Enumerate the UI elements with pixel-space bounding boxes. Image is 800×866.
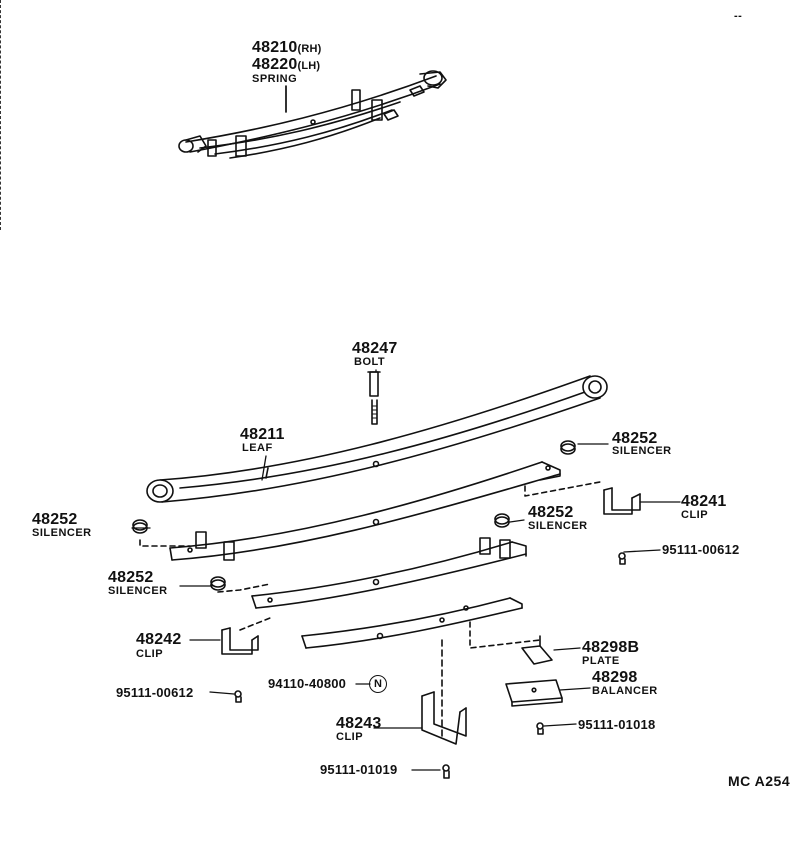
second-leaf-drawing xyxy=(169,461,601,561)
nut-number: 94110-40800 xyxy=(268,676,347,691)
balancer-name: BALANCER xyxy=(592,685,658,697)
bolt-right-number: 95111-00612 xyxy=(662,542,740,557)
fourth-leaf-drawing xyxy=(301,597,523,649)
leader-lines xyxy=(131,85,681,771)
third-leaf-drawing xyxy=(251,537,527,609)
silencer-left-number: 48252 xyxy=(32,511,78,528)
leaf-number: 48211 xyxy=(240,426,285,443)
figure-code: MC A254 xyxy=(728,773,791,789)
silencer-right-name: SILENCER xyxy=(612,445,672,457)
balancer-number: 48298 xyxy=(592,669,638,686)
bolt-number: 48247 xyxy=(352,340,398,357)
u-clip-left-drawing xyxy=(221,617,271,655)
spring-rh-label: 48210(RH) xyxy=(252,40,322,57)
plate-number: 48298B xyxy=(582,639,640,656)
bolt-balancer-number: 95111-01018 xyxy=(578,717,656,732)
spring-lh-side: (LH) xyxy=(297,60,321,72)
spring-rh-number: 48210 xyxy=(252,39,298,56)
bolt-name: BOLT xyxy=(354,356,386,368)
main-leaf-drawing xyxy=(146,375,608,503)
corner-mark: -- xyxy=(734,10,743,22)
scan-edge-marks xyxy=(0,0,3,230)
silencer-lower-name: SILENCER xyxy=(108,585,168,597)
silencer-mid-number: 48252 xyxy=(528,504,574,521)
new-part-badge: N xyxy=(369,675,387,693)
u-clip-center-drawing xyxy=(421,639,467,745)
small-bolts-drawing xyxy=(234,552,626,779)
leaf-name: LEAF xyxy=(242,442,273,454)
silencer-left-name: SILENCER xyxy=(32,527,92,539)
spring-lh-label: 48220(LH) xyxy=(252,57,320,74)
plate-drawing xyxy=(469,621,553,665)
u-clip-right-drawing xyxy=(603,487,641,515)
bolt-left-number: 95111-00612 xyxy=(116,685,194,700)
clip-left-number: 48242 xyxy=(136,631,182,648)
bolt-bottom-number: 95111-01019 xyxy=(320,762,398,777)
center-bolt-drawing xyxy=(367,371,381,425)
plate-name: PLATE xyxy=(582,655,620,667)
spring-rh-side: (RH) xyxy=(297,43,322,55)
clip-center-number: 48243 xyxy=(336,715,382,732)
spring-name: SPRING xyxy=(252,73,298,85)
clip-left-name: CLIP xyxy=(136,648,164,660)
clip-center-name: CLIP xyxy=(336,731,364,743)
clip-right-name: CLIP xyxy=(681,509,709,521)
clip-right-number: 48241 xyxy=(681,493,727,510)
silencer-pads-drawing xyxy=(132,440,576,593)
silencer-mid-name: SILENCER xyxy=(528,520,588,532)
spring-lh-number: 48220 xyxy=(252,56,298,73)
silencer-lower-number: 48252 xyxy=(108,569,154,586)
spring-assembly-drawing xyxy=(178,70,447,159)
balancer-drawing xyxy=(505,679,563,707)
silencer-right-number: 48252 xyxy=(612,430,658,447)
